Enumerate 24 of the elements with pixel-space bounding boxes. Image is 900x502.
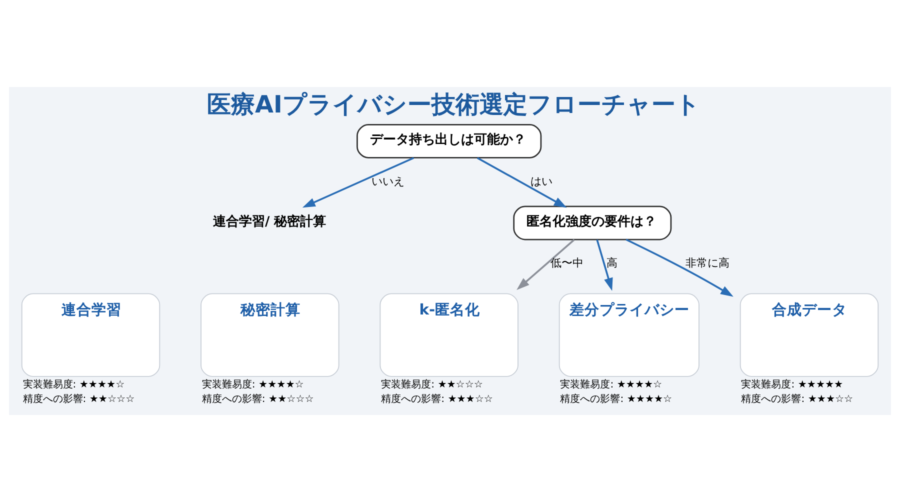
node-text: 連合学習/ 秘密計算 [212, 214, 326, 230]
node-label: 実装難易度: ★★★★★ [741, 379, 844, 390]
node-label: 精度への影響: ★★☆☆☆ [22, 394, 135, 405]
node-label: 実装難易度: ★★☆☆☆ [381, 379, 483, 390]
node-label: 実装難易度: ★★★★☆ [22, 379, 125, 390]
node-box: データ持ち出しは可能か？ [356, 124, 542, 158]
edge-label: いいえ [371, 174, 404, 188]
node-label: 精度への影響: ★★★★☆ [560, 394, 672, 405]
arrow [302, 157, 414, 208]
arrow [476, 157, 567, 208]
arrow [516, 239, 575, 290]
diagram-title: 医療AIプライバシー技術選定フローチャート [206, 90, 700, 119]
edge-label: はい [530, 174, 552, 188]
node-label: 精度への影響: ★★☆☆☆ [202, 394, 314, 405]
node-label: 精度への影響: ★★★☆☆ [381, 394, 493, 405]
edge-label: 非常に高 [686, 256, 730, 270]
node-label: 精度への影響: ★★★☆☆ [741, 394, 854, 405]
arrow [626, 238, 734, 297]
node-label: 実装難易度: ★★★★☆ [202, 379, 304, 390]
arrow [596, 239, 613, 291]
node-box: 匿名化強度の要件は？ [513, 206, 672, 240]
node-label: 実装難易度: ★★★★☆ [560, 379, 662, 390]
edge-label: 低〜中 [550, 256, 584, 270]
edge-label: 高 [606, 256, 618, 270]
